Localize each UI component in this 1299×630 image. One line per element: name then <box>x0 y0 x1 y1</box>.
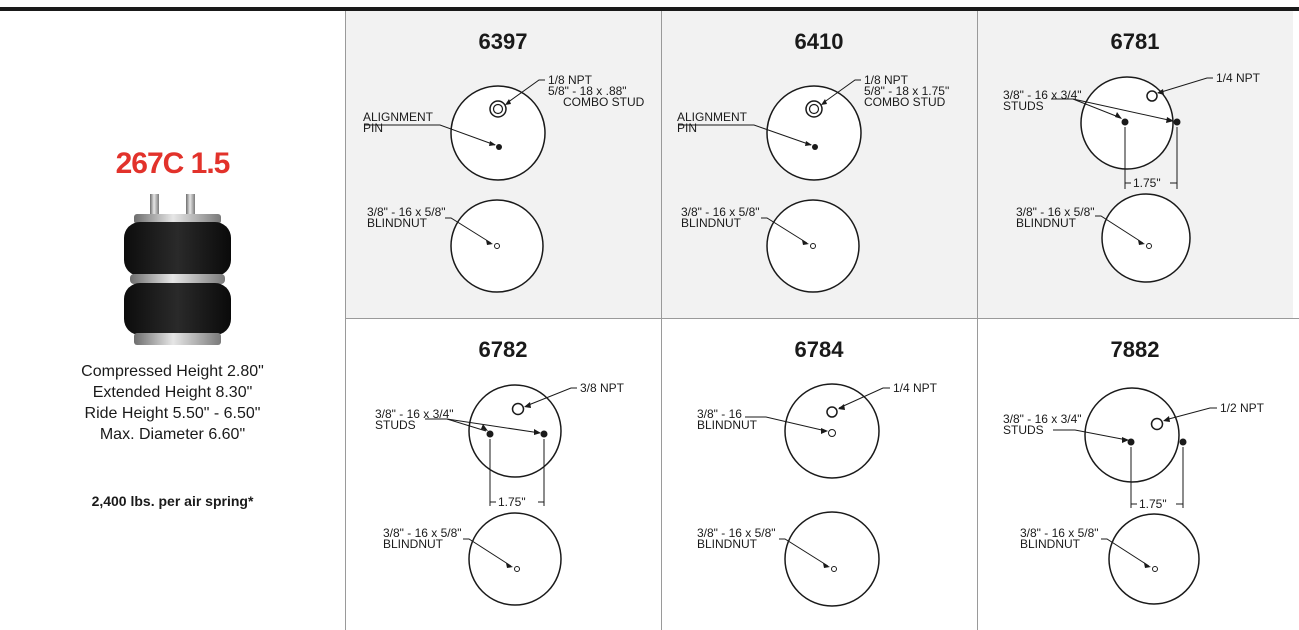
label: 1/4 NPT <box>1216 71 1261 85</box>
spec-ride-height: Ride Height 5.50" - 6.50" <box>84 405 261 422</box>
label: BLINDNUT <box>1020 537 1081 551</box>
part-number: 6397 <box>478 29 528 54</box>
blindnut <box>514 566 520 572</box>
label: 3/8 NPT <box>580 381 625 395</box>
mounting-diagram: 1/2 NPT 3/8" - 16 x 3/4" STUDS 1.75" 3/8… <box>1003 387 1265 605</box>
air-spring-image <box>124 194 231 345</box>
label: ALIGNMENT <box>677 110 748 124</box>
label: STUDS <box>1003 423 1044 437</box>
label: ALIGNMENT <box>363 110 434 124</box>
label: BLINDNUT <box>383 537 444 551</box>
model-title: 267C 1.5 <box>115 147 231 180</box>
part-number: 6782 <box>478 337 528 362</box>
top-plate <box>1084 387 1180 483</box>
label: 1/2 NPT <box>1220 401 1265 415</box>
blindnut <box>831 566 837 572</box>
blindnut <box>810 243 816 249</box>
air-fitting <box>1146 90 1158 102</box>
label: BLINDNUT <box>367 216 428 230</box>
label: 3/8" - 16 x 5/8" <box>681 205 760 219</box>
model-summary-panel: 267C 1.5 Compressed Height 2.80" Extende… <box>0 11 345 630</box>
center-blindnut <box>828 429 836 437</box>
label: 5/8" - 18 x .88" <box>548 84 627 98</box>
label: 3/8" - 16 x 5/8" <box>697 526 776 540</box>
label: BLINDNUT <box>697 537 758 551</box>
label: BLINDNUT <box>1016 216 1077 230</box>
blindnut <box>494 243 500 249</box>
part-6397: 6397 1/8 NPT 5/8" - 18 x .88" COMBO STUD… <box>345 11 661 318</box>
air-fitting <box>1150 417 1164 431</box>
label: 1.75" <box>1133 176 1161 190</box>
top-plate <box>468 384 562 478</box>
label: 3/8" - 16 x 5/8" <box>1016 205 1095 219</box>
grid-divider <box>345 11 346 630</box>
label: 1/4 NPT <box>893 381 938 395</box>
spec-max-diameter: Max. Diameter 6.60" <box>99 426 246 443</box>
part-number: 7882 <box>1110 337 1160 362</box>
mounting-diagram: 1/4 NPT 3/8" - 16 x 3/4" STUDS 1.75" 3/8… <box>1003 71 1261 283</box>
label: 3/8" - 16 x 3/4" <box>1003 412 1082 426</box>
blindnut <box>1152 566 1158 572</box>
load-rating: 2,400 lbs. per air spring* <box>91 493 254 509</box>
label: 1.75" <box>1139 497 1167 511</box>
label: 3/8" - 16 x 3/4" <box>375 407 454 421</box>
grid-divider <box>977 11 978 630</box>
bottom-plate <box>784 511 880 607</box>
part-number: 6784 <box>794 337 844 362</box>
part-6782: 6782 3/8 NPT 3/8" - 16 x 3/4" STUDS 1.75… <box>345 319 661 626</box>
part-6410: 6410 1/8 NPT 5/8" - 18 x 1.75" COMBO STU… <box>661 11 977 318</box>
label: COMBO STUD <box>563 95 645 109</box>
combo-stud-inner <box>808 103 820 115</box>
bottom-plate <box>468 512 562 606</box>
alignment-pin <box>812 144 818 150</box>
mounting-diagram: 3/8 NPT 3/8" - 16 x 3/4" STUDS 1.75" 3/8… <box>375 381 625 606</box>
part-number: 6410 <box>794 29 844 54</box>
label: BLINDNUT <box>681 216 742 230</box>
spec-list: Compressed Height 2.80" Extended Height … <box>0 361 345 445</box>
label: STUDS <box>375 418 416 432</box>
label: PIN <box>677 121 697 135</box>
stud-right <box>1173 118 1181 126</box>
label: BLINDNUT <box>697 418 758 432</box>
grid-divider <box>345 318 1299 319</box>
stud-left <box>1121 118 1129 126</box>
blindnut <box>1146 243 1152 249</box>
label: 3/8" - 16 x 3/4" <box>1003 88 1082 102</box>
mounting-diagram: 1/8 NPT 5/8" - 18 x 1.75" COMBO STUD ALI… <box>677 73 949 293</box>
part-6781: 6781 1/4 NPT 3/8" - 16 x 3/4" STUDS 1.75… <box>977 11 1293 318</box>
label: 1.75" <box>498 495 526 509</box>
label: 3/8" - 16 x 5/8" <box>1020 526 1099 540</box>
top-plate <box>766 85 862 181</box>
label: 1/8 NPT <box>864 73 909 87</box>
label: 1/8 NPT <box>548 73 593 87</box>
stud-right <box>540 430 548 438</box>
top-plate <box>450 85 546 181</box>
mounting-diagram: 1/8 NPT 5/8" - 18 x .88" COMBO STUD ALIG… <box>363 73 645 293</box>
grid-divider <box>661 11 662 630</box>
spec-compressed-height: Compressed Height 2.80" <box>81 363 264 380</box>
bottom-plate <box>1101 193 1191 283</box>
mounting-diagram: 1/4 NPT 3/8" - 16 BLINDNUT 3/8" - 16 x 5… <box>697 381 938 607</box>
label: PIN <box>363 121 383 135</box>
combo-stud-inner <box>492 103 504 115</box>
label: 3/8" - 16 x 5/8" <box>367 205 446 219</box>
part-7882: 7882 1/2 NPT 3/8" - 16 x 3/4" STUDS 1.75… <box>977 319 1293 626</box>
stud-right <box>1179 438 1187 446</box>
air-fitting <box>826 406 838 418</box>
label: 3/8" - 16 <box>697 407 742 421</box>
alignment-pin <box>496 144 502 150</box>
stud-left <box>486 430 494 438</box>
label: COMBO STUD <box>864 95 946 109</box>
stud-left <box>1127 438 1135 446</box>
part-grid: 6397 1/8 NPT 5/8" - 18 x .88" COMBO STUD… <box>345 11 1299 630</box>
label: 5/8" - 18 x 1.75" <box>864 84 949 98</box>
bottom-plate <box>1108 513 1200 605</box>
label: 3/8" - 16 x 5/8" <box>383 526 462 540</box>
air-fitting <box>511 402 525 416</box>
label: STUDS <box>1003 99 1044 113</box>
part-number: 6781 <box>1110 29 1160 54</box>
spec-extended-height: Extended Height 8.30" <box>92 384 253 401</box>
part-6784: 6784 1/4 NPT 3/8" - 16 BLINDNUT 3/8" - 1… <box>661 319 977 626</box>
top-rule <box>0 7 1299 11</box>
